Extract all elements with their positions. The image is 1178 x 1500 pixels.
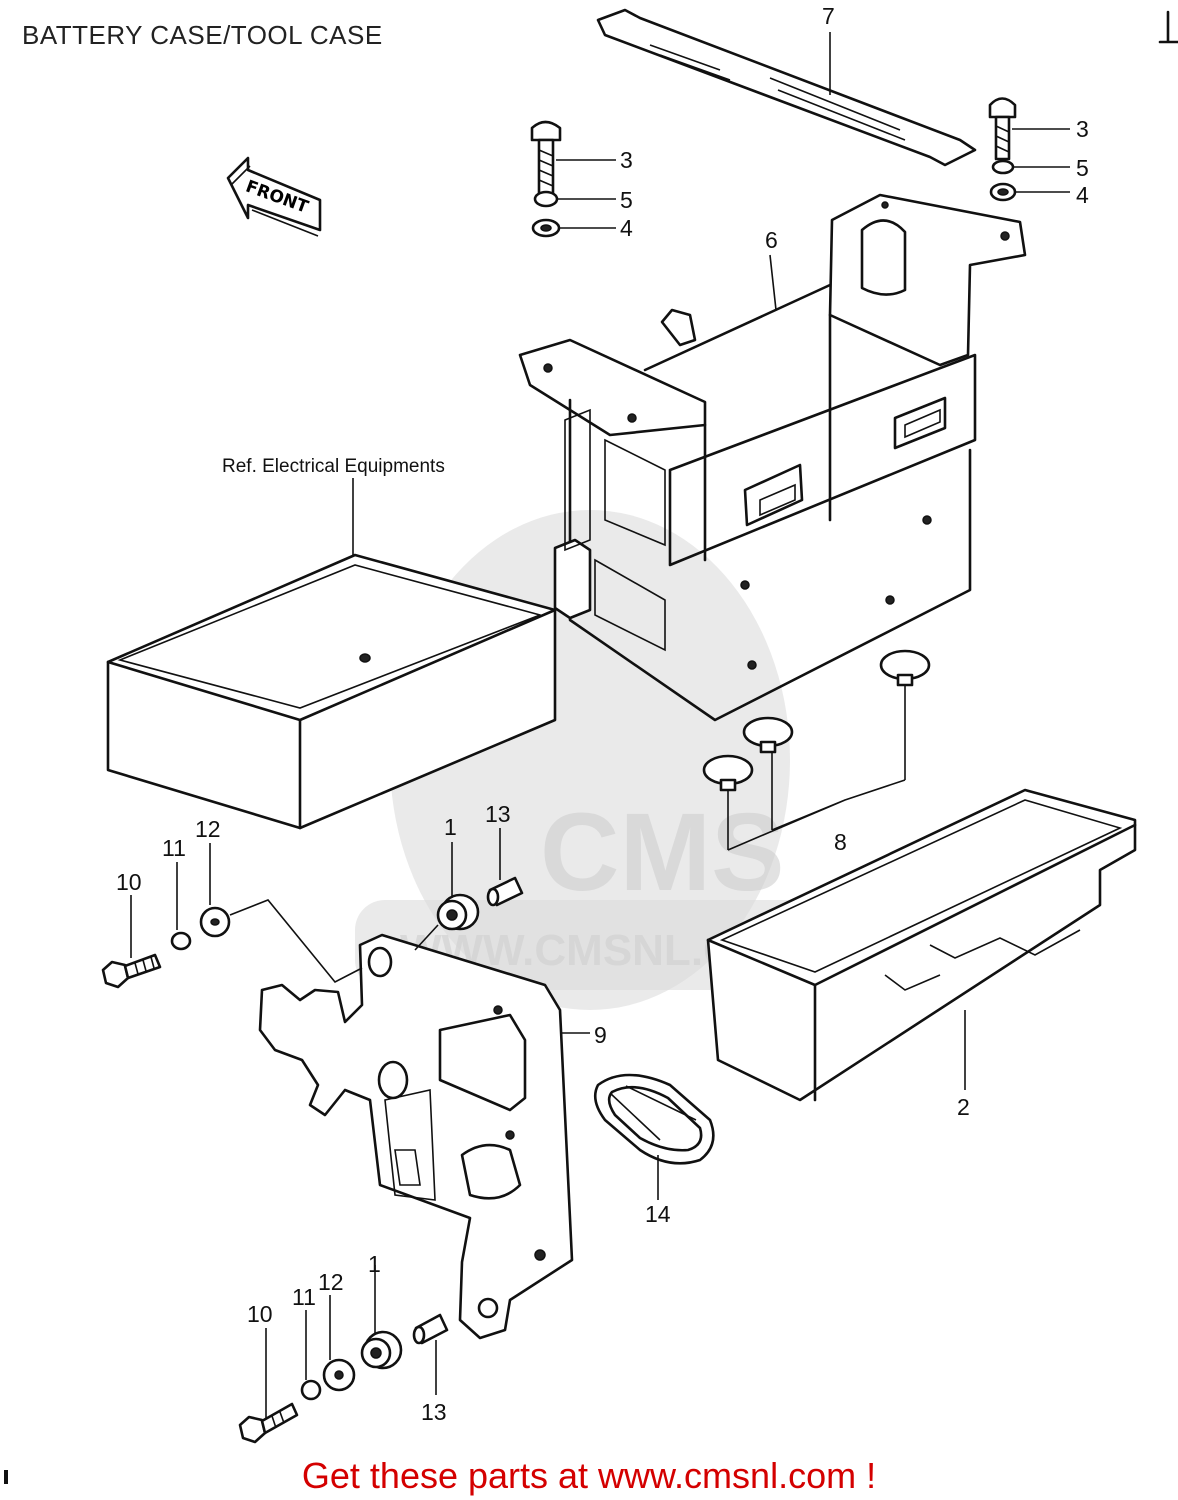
nut-11-lower[interactable] <box>300 1379 322 1401</box>
callout-4-right: 4 <box>1076 182 1089 208</box>
part-14-grommet[interactable] <box>593 1073 715 1165</box>
callout-3-left: 3 <box>620 147 633 173</box>
callout-12-lower: 12 <box>318 1269 344 1295</box>
spacer-13-upper[interactable] <box>486 876 524 907</box>
collar-1-upper[interactable] <box>436 893 480 931</box>
page-title: BATTERY CASE/TOOL CASE <box>22 20 383 50</box>
callout-10-lower: 10 <box>247 1301 273 1327</box>
callout-5-right: 5 <box>1076 155 1089 181</box>
callout-1-lower: 1 <box>368 1251 381 1277</box>
nut-5-left[interactable] <box>533 190 559 208</box>
bolt-3-left[interactable] <box>530 120 562 197</box>
callout-14: 14 <box>645 1201 671 1227</box>
callout-10-upper: 10 <box>116 869 142 895</box>
part-6-battery-case[interactable] <box>518 193 1027 722</box>
bolt-10-lower[interactable] <box>238 1402 299 1444</box>
callout-13-upper: 13 <box>485 801 511 827</box>
callout-2: 2 <box>957 1094 970 1120</box>
spacer-13-lower[interactable] <box>412 1313 449 1345</box>
collar-1-lower[interactable] <box>360 1330 403 1370</box>
part-7-strap[interactable] <box>596 8 977 167</box>
front-arrow-icon: FRONT <box>226 156 322 237</box>
callout-5-left: 5 <box>620 187 633 213</box>
bolt-3-right[interactable] <box>988 97 1017 161</box>
part-8-dampers[interactable] <box>702 649 931 792</box>
callout-9: 9 <box>594 1022 607 1048</box>
nut-11-upper[interactable] <box>170 931 192 951</box>
nut-5-right[interactable] <box>991 159 1015 175</box>
callout-1-upper: 1 <box>444 814 457 840</box>
electrical-tray <box>106 553 557 830</box>
callout-7: 7 <box>822 3 835 29</box>
callout-13-lower: 13 <box>421 1399 447 1425</box>
callout-3-right: 3 <box>1076 116 1089 142</box>
bolt-10-upper[interactable] <box>101 953 162 989</box>
corner-mark <box>1158 10 1178 44</box>
callout-4-left: 4 <box>620 215 633 241</box>
footer-link[interactable]: Get these parts at www.cmsnl.com ! <box>301 1455 877 1496</box>
callout-8: 8 <box>834 829 847 855</box>
ref-electrical-label: Ref. Electrical Equipments <box>222 456 445 477</box>
part-9-bracket[interactable] <box>258 933 574 1340</box>
callout-11-lower: 11 <box>292 1284 316 1310</box>
edge-mark <box>4 1470 8 1484</box>
callout-11-upper: 11 <box>162 835 186 861</box>
callout-12-upper: 12 <box>195 816 221 842</box>
callout-6: 6 <box>765 227 778 253</box>
part-2-tool-case[interactable] <box>706 788 1137 1102</box>
watermark-brand: CMS <box>540 791 784 914</box>
